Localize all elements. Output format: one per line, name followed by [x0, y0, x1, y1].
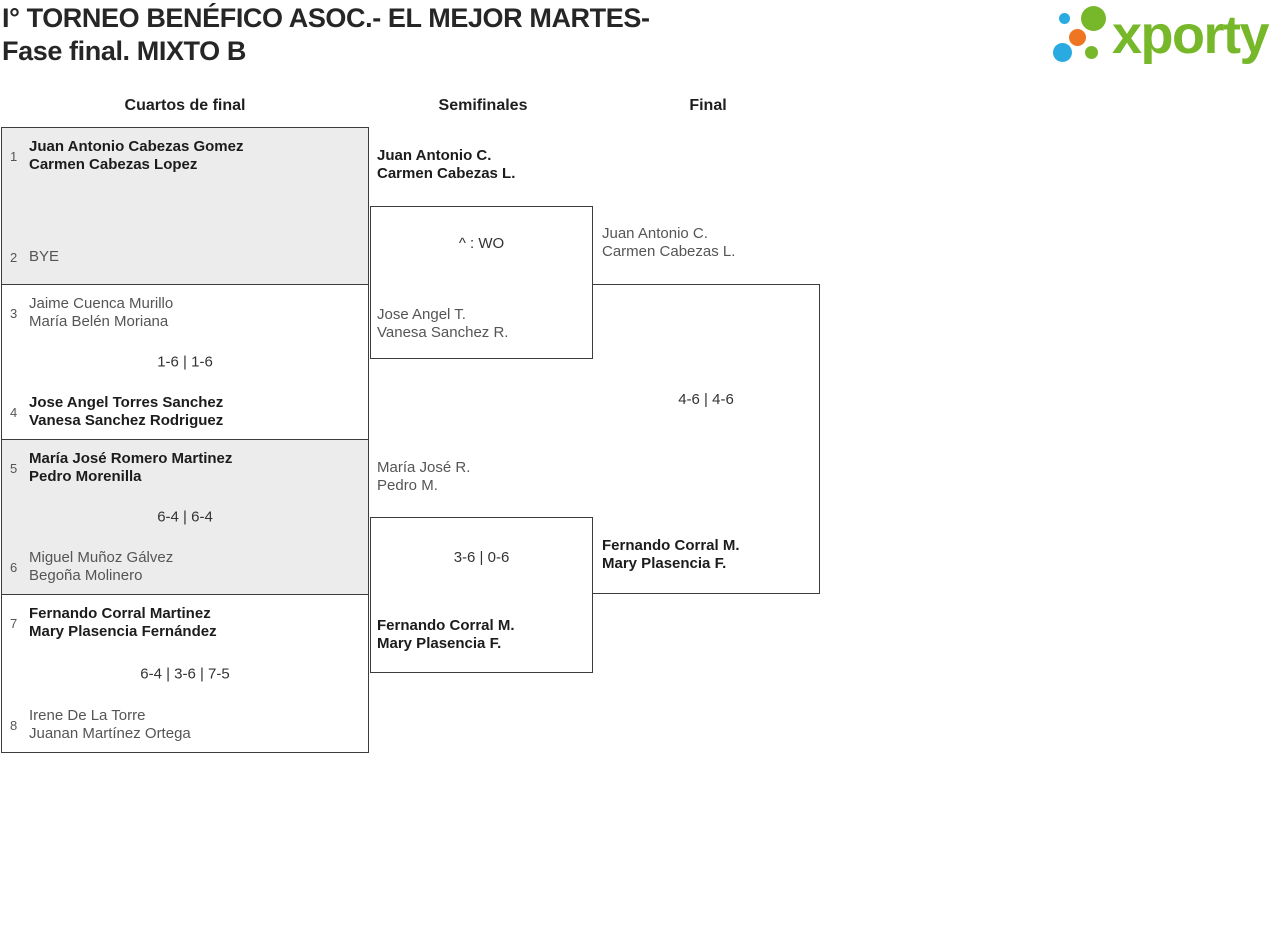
sf-match-1: ^ : WO Jose Angel T. Vanesa Sanchez R. — [370, 206, 593, 359]
match-score: ^ : WO — [458, 235, 505, 252]
team-player-2: Carmen Cabezas Lopez — [29, 156, 198, 173]
team-names: BYE — [29, 248, 59, 266]
round-header-semifinals: Semifinales — [438, 97, 528, 114]
logo-dot-green-small-icon — [1085, 46, 1098, 59]
team-names: Miguel Muñoz Gálvez Begoña Molinero — [29, 549, 173, 585]
logo-dot-green-big-icon — [1081, 6, 1106, 31]
team-names: Jose Angel Torres Sanchez Vanesa Sanchez… — [29, 394, 223, 430]
team-names: Jaime Cuenca Murillo María Belén Moriana — [29, 295, 173, 331]
qf-match-1: 1 Juan Antonio Cabezas Gomez Carmen Cabe… — [1, 127, 369, 285]
sf-match-2: 3-6 | 0-6 Fernando Corral M. Mary Plasen… — [370, 517, 593, 673]
team-player-2: Mary Plasencia Fernández — [29, 623, 217, 640]
page-title-line-2: Fase final. MIXTO B — [2, 36, 246, 66]
team-player-2: Vanesa Sanchez R. — [377, 324, 509, 341]
final-match: 4-6 | 4-6 Fernando Corral M. Mary Plasen… — [593, 284, 820, 594]
team-player-1: Juan Antonio Cabezas Gomez — [29, 138, 244, 155]
team-names: Fernando Corral Martinez Mary Plasencia … — [29, 605, 217, 641]
final-bottom-team: Fernando Corral M. Mary Plasencia F. — [602, 537, 740, 573]
match-score: 6-4 | 3-6 | 7-5 — [140, 665, 230, 682]
seed-number: 6 — [10, 559, 18, 575]
logo-dot-blue-big-icon — [1053, 43, 1072, 62]
team-player-2: Begoña Molinero — [29, 567, 143, 584]
page-title-line-1: I° TORNEO BENÉFICO ASOC.- EL MEJOR MARTE… — [2, 3, 650, 33]
team-player-2: Mary Plasencia F. — [602, 555, 727, 572]
qf4-top-team: 7 Fernando Corral Martinez Mary Plasenci… — [10, 605, 217, 641]
sf2-bottom-team: Fernando Corral M. Mary Plasencia F. — [377, 617, 515, 653]
logo-dot-orange-icon — [1069, 29, 1086, 46]
sf1-top-team: Juan Antonio C. Carmen Cabezas L. — [377, 147, 515, 183]
round-header-quarterfinals: Cuartos de final — [124, 97, 246, 114]
seed-number: 8 — [10, 717, 18, 733]
logo-wordmark: xporty — [1112, 5, 1270, 65]
seed-number: 1 — [10, 148, 18, 164]
team-player-2: Vanesa Sanchez Rodriguez — [29, 412, 224, 429]
team-player-2: María Belén Moriana — [29, 313, 169, 330]
team-player-2: Carmen Cabezas L. — [602, 243, 736, 260]
team-player-2: Mary Plasencia F. — [377, 635, 502, 652]
qf-match-4: 7 Fernando Corral Martinez Mary Plasenci… — [1, 594, 369, 753]
team-player-1: Miguel Muñoz Gálvez — [29, 549, 174, 566]
seed-number: 3 — [10, 305, 18, 321]
qf3-top-team: 5 María José Romero Martinez Pedro Moren… — [10, 450, 232, 486]
match-score: 3-6 | 0-6 — [453, 549, 510, 566]
match-score: 1-6 | 1-6 — [157, 353, 213, 371]
team-names: Juan Antonio Cabezas Gomez Carmen Cabeza… — [29, 138, 243, 174]
team-player-2: Pedro Morenilla — [29, 468, 142, 485]
team-player-2: Carmen Cabezas L. — [377, 165, 516, 182]
seed-number: 7 — [10, 615, 18, 631]
team-player-2: Juanan Martínez Ortega — [29, 725, 191, 742]
team-player-1: Irene De La Torre — [29, 707, 146, 724]
logo-dot-blue-small-icon — [1059, 13, 1070, 24]
team-player-1: María José R. — [377, 459, 471, 476]
team-player-1: BYE — [29, 248, 60, 265]
team-player-1: Jaime Cuenca Murillo — [29, 295, 174, 312]
team-player-2: Pedro M. — [377, 477, 438, 494]
seed-number: 4 — [10, 404, 18, 420]
sf2-top-team: María José R. Pedro M. — [377, 459, 470, 495]
qf1-top-team: 1 Juan Antonio Cabezas Gomez Carmen Cabe… — [10, 138, 243, 174]
team-player-1: Juan Antonio C. — [602, 225, 708, 242]
round-header-final: Final — [689, 97, 727, 114]
seed-number: 5 — [10, 460, 18, 476]
qf-match-3: 5 María José Romero Martinez Pedro Moren… — [1, 439, 369, 595]
seed-number: 2 — [10, 249, 18, 265]
qf4-bottom-team: 8 Irene De La Torre Juanan Martínez Orte… — [10, 707, 191, 743]
qf2-top-team: 3 Jaime Cuenca Murillo María Belén Moria… — [10, 295, 173, 331]
team-names: María José Romero Martinez Pedro Morenil… — [29, 450, 232, 486]
match-score: 6-4 | 6-4 — [157, 508, 213, 526]
match-score: 4-6 | 4-6 — [678, 391, 734, 408]
team-player-1: María José Romero Martinez — [29, 450, 233, 467]
qf-match-2: 3 Jaime Cuenca Murillo María Belén Moria… — [1, 284, 369, 440]
team-player-1: Jose Angel T. — [377, 306, 466, 323]
page-title: I° TORNEO BENÉFICO ASOC.- EL MEJOR MARTE… — [2, 2, 650, 68]
qf3-bottom-team: 6 Miguel Muñoz Gálvez Begoña Molinero — [10, 549, 173, 585]
qf2-bottom-team: 4 Jose Angel Torres Sanchez Vanesa Sanch… — [10, 394, 223, 430]
team-player-1: Fernando Corral M. — [377, 617, 515, 634]
team-player-1: Fernando Corral M. — [602, 537, 740, 554]
team-player-1: Jose Angel Torres Sanchez — [29, 394, 224, 411]
team-names: Irene De La Torre Juanan Martínez Ortega — [29, 707, 191, 743]
final-top-team: Juan Antonio C. Carmen Cabezas L. — [602, 225, 735, 261]
team-player-1: Juan Antonio C. — [377, 147, 492, 164]
team-player-1: Fernando Corral Martinez — [29, 605, 211, 622]
qf1-bottom-team: 2 BYE — [10, 248, 59, 266]
sf1-bottom-team: Jose Angel T. Vanesa Sanchez R. — [377, 306, 508, 342]
